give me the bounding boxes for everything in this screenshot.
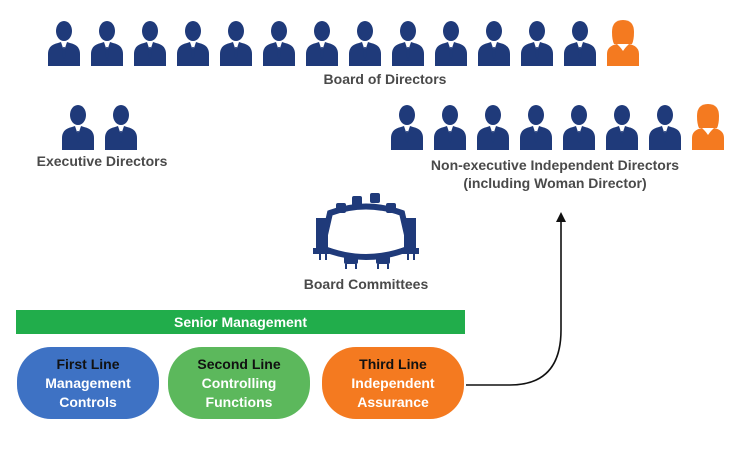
second-line-text-2: Functions <box>205 393 273 410</box>
board-of-directors-icons <box>44 18 646 66</box>
board-male-person-icon <box>130 18 170 66</box>
non-executive-male-person-icon <box>516 102 556 150</box>
executive-male-person-icon <box>101 102 141 150</box>
board-male-person-icon <box>474 18 514 66</box>
second-line-text-1: Controlling <box>201 374 277 391</box>
board-male-person-icon <box>431 18 471 66</box>
first-line-pill: First Line Management Controls <box>17 347 159 419</box>
non-executive-male-person-icon <box>430 102 470 150</box>
board-male-person-icon <box>216 18 256 66</box>
senior-management-label: Senior Management <box>173 314 308 330</box>
executive-male-person-icon <box>58 102 98 150</box>
board-male-person-icon <box>302 18 342 66</box>
board-male-person-icon <box>345 18 385 66</box>
non-executive-directors-label-line1: Non-executive Independent Directors <box>430 157 680 173</box>
third-line-text-2: Assurance <box>357 393 429 410</box>
board-male-person-icon <box>259 18 299 66</box>
board-male-person-icon <box>44 18 84 66</box>
first-line-title: First Line <box>56 355 120 372</box>
board-male-person-icon <box>388 18 428 66</box>
third-line-pill: Third Line Independent Assurance <box>322 347 464 419</box>
non-executive-male-person-icon <box>645 102 685 150</box>
second-line-title: Second Line <box>197 355 281 372</box>
third-line-text-1: Independent <box>351 374 435 391</box>
board-male-person-icon <box>560 18 600 66</box>
non-executive-female-person-icon <box>688 102 728 150</box>
assurance-arrow <box>466 222 562 386</box>
executive-directors-icons <box>58 102 144 150</box>
non-executive-directors-label-line2: (including Woman Director) <box>463 175 647 191</box>
board-committees-label: Board Committees <box>303 276 429 292</box>
third-line-title: Third Line <box>359 355 427 372</box>
first-line-text-1: Management <box>45 374 131 391</box>
board-female-person-icon <box>603 18 643 66</box>
non-executive-male-person-icon <box>473 102 513 150</box>
non-executive-male-person-icon <box>559 102 599 150</box>
board-male-person-icon <box>517 18 557 66</box>
board-male-person-icon <box>173 18 213 66</box>
non-executive-male-person-icon <box>387 102 427 150</box>
non-executive-directors-icons <box>387 102 731 150</box>
senior-management-bar: Senior Management <box>16 310 465 334</box>
non-executive-male-person-icon <box>602 102 642 150</box>
executive-directors-label: Executive Directors <box>36 153 168 169</box>
board-of-directors-label: Board of Directors <box>323 71 447 87</box>
board-male-person-icon <box>87 18 127 66</box>
first-line-text-2: Controls <box>59 393 117 410</box>
second-line-pill: Second Line Controlling Functions <box>168 347 310 419</box>
